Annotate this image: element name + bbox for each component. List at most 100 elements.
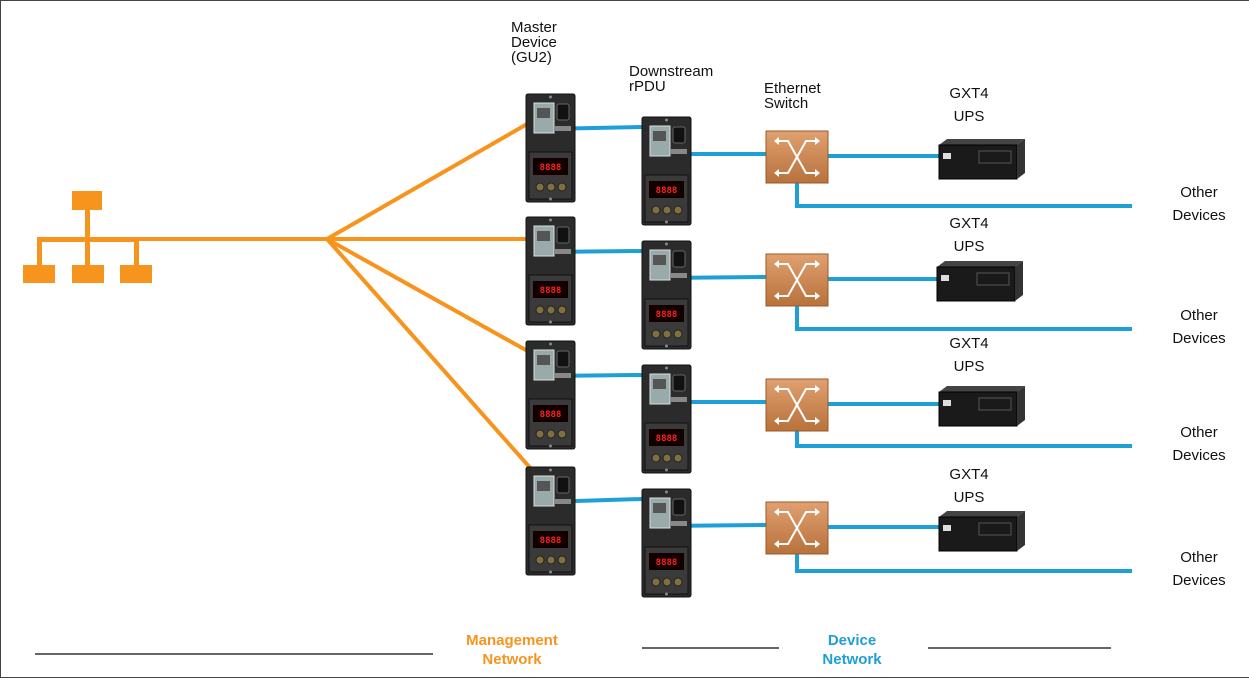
rpdu-screw xyxy=(549,570,552,574)
ups-label: GXT4 xyxy=(949,215,988,232)
ups-front xyxy=(936,266,1016,302)
rpdu-button xyxy=(651,577,661,587)
network-drop xyxy=(134,238,139,266)
rpdu-button xyxy=(673,577,683,587)
ups-label: GXT4 xyxy=(949,466,988,483)
rpdu-button xyxy=(546,429,556,439)
other-devices-label: Devices xyxy=(1172,207,1225,224)
ups-front xyxy=(938,516,1018,552)
ethernet-switch-icon xyxy=(765,253,829,307)
master-rpdu-icon: 8888 xyxy=(525,216,576,326)
rpdu-label-strip xyxy=(670,149,687,154)
switch-arrowhead xyxy=(774,508,779,516)
rpdu-display-digits: 8888 xyxy=(540,286,562,296)
switch-arrowhead xyxy=(815,385,820,393)
rpdu-display-digits: 8888 xyxy=(656,434,678,444)
rj45-jack xyxy=(672,250,686,268)
rpdu-button xyxy=(673,453,683,463)
rpdu-display xyxy=(533,405,568,422)
rpdu-button xyxy=(535,182,545,192)
other-devices-label: Devices xyxy=(1172,330,1225,347)
switch-arrow xyxy=(776,388,818,422)
network-drop xyxy=(85,238,90,266)
ethernet-switch-label: Switch xyxy=(764,95,808,112)
network-leaf-node xyxy=(23,265,55,283)
network-drop xyxy=(37,238,42,266)
rpdu-button xyxy=(557,182,567,192)
rpdu-button xyxy=(651,453,661,463)
rpdu-screw xyxy=(549,197,552,201)
switch-arrowhead xyxy=(774,417,779,425)
rpdu-label-strip xyxy=(670,273,687,278)
switch-arrowhead xyxy=(815,260,820,268)
rpdu-screw xyxy=(549,218,552,222)
ups-logo xyxy=(941,275,949,281)
switch-arrowhead xyxy=(774,137,779,145)
rpdu-button xyxy=(546,555,556,565)
ethernet-switch-label: Ethernet xyxy=(764,80,822,97)
labels: GXT4UPSOtherDevicesGXT4UPSOtherDevicesGX… xyxy=(511,19,1226,589)
switch-arrowhead xyxy=(815,508,820,516)
ethernet-switch-icon xyxy=(765,378,829,432)
ethernet-port xyxy=(537,231,550,241)
master-rpdu-icon: 8888 xyxy=(525,466,576,576)
rj45-jack xyxy=(556,476,570,494)
rpdu-button xyxy=(546,305,556,315)
switch-arrowhead xyxy=(815,417,820,425)
ups-icon xyxy=(936,261,1023,302)
switch-arrowhead xyxy=(774,260,779,268)
master-device-label: Master xyxy=(511,19,557,36)
master-device-label: Device xyxy=(511,34,557,51)
ethernet-port xyxy=(653,379,666,389)
ups-panel xyxy=(976,272,1010,286)
rj45-jack xyxy=(672,498,686,516)
rpdu-screw xyxy=(549,95,552,99)
downstream-rpdu-icon: 8888 xyxy=(641,488,692,598)
downstream-rpdu-icon: 8888 xyxy=(641,364,692,474)
switch-arrowhead xyxy=(815,137,820,145)
rpdu-display xyxy=(533,531,568,548)
ups-logo xyxy=(943,525,951,531)
switch-arrow xyxy=(776,140,818,174)
rpdu-screw xyxy=(549,444,552,448)
management-wires xyxy=(139,114,551,491)
rpdu-button xyxy=(662,577,672,587)
rpdu-label-strip xyxy=(670,521,687,526)
rpdu-label-strip xyxy=(554,373,571,378)
rpdu-button xyxy=(651,329,661,339)
rj45-jack xyxy=(672,126,686,144)
rpdu-display xyxy=(533,158,568,175)
ethernet-switch-icon xyxy=(765,130,829,184)
ups-label: GXT4 xyxy=(949,335,988,352)
rpdu-display-digits: 8888 xyxy=(540,163,562,173)
downstream-rpdu-label: rPDU xyxy=(629,78,666,95)
ups-icon xyxy=(938,139,1025,180)
rpdu-display-digits: 8888 xyxy=(540,536,562,546)
ups-top xyxy=(939,139,1025,145)
downstream-rpdu-icon: 8888 xyxy=(641,240,692,350)
other-devices-label: Other xyxy=(1180,549,1218,566)
ups-top xyxy=(939,386,1025,392)
ethernet-port xyxy=(537,355,550,365)
rpdu-display xyxy=(649,553,684,570)
ethernet-port xyxy=(653,503,666,513)
rpdu-label-strip xyxy=(554,126,571,131)
rpdu-label-strip xyxy=(554,499,571,504)
rpdu-button xyxy=(557,555,567,565)
ups-label: GXT4 xyxy=(949,85,988,102)
ups-label: UPS xyxy=(954,489,985,506)
rpdu-screw xyxy=(549,342,552,346)
ups-label: UPS xyxy=(954,238,985,255)
ups-front xyxy=(938,391,1018,427)
rpdu-button xyxy=(662,453,672,463)
rpdu-button xyxy=(535,429,545,439)
ups-front xyxy=(938,144,1018,180)
master-rpdu-icon: 8888 xyxy=(525,93,576,203)
rpdu-display xyxy=(649,181,684,198)
ups-panel xyxy=(978,397,1012,411)
rpdu-button xyxy=(662,329,672,339)
rpdu-screw xyxy=(665,592,668,596)
rpdu-button xyxy=(535,305,545,315)
ethernet-switch-icon xyxy=(765,501,829,555)
